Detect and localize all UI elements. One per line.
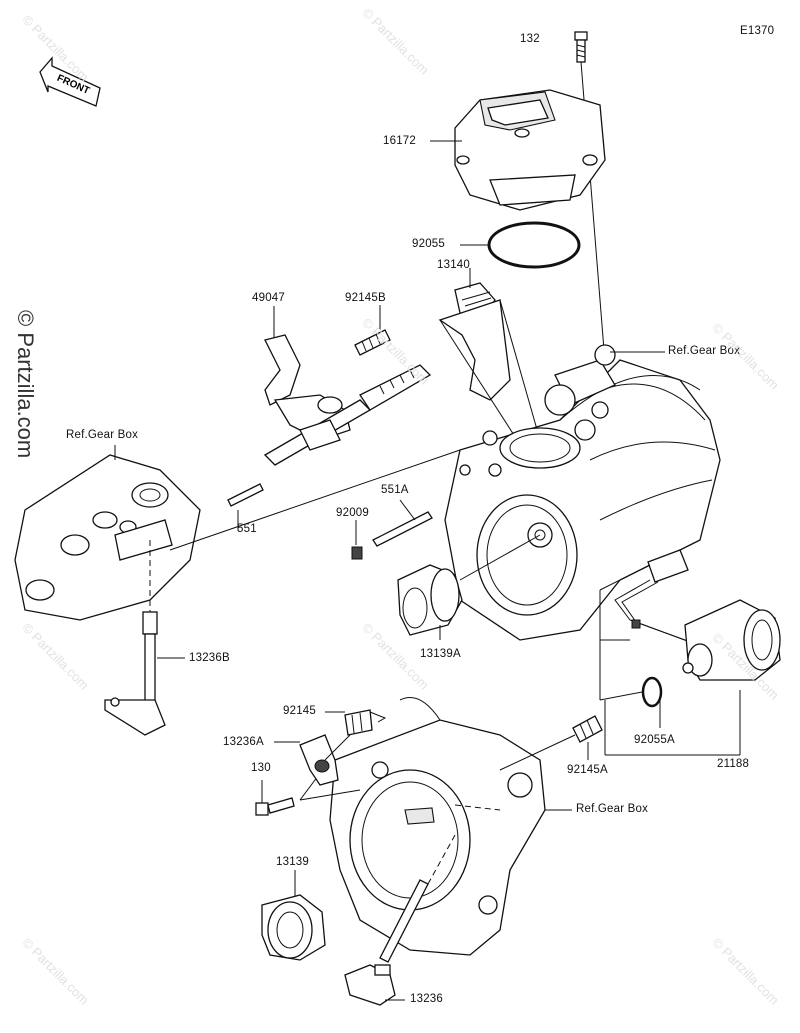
label-132: 132 [520,33,540,45]
label-13236B: 13236B [189,652,230,664]
gear-box-lower [299,697,572,956]
spring-92145 [325,709,387,736]
label-13139A: 13139A [420,648,461,660]
label-13139: 13139 [276,856,309,868]
spring-92145B [354,305,391,356]
oring-92055 [487,221,581,269]
lever-13236A [274,734,351,786]
sensor-21188 [599,549,781,756]
sleeve-13139 [261,870,326,961]
label-92145: 92145 [283,705,316,717]
sleeve-13139A [397,534,541,640]
pin-551 [169,449,461,551]
shaft-13236B [104,540,185,736]
label-13236A: 13236A [223,736,264,748]
label-16172: 16172 [383,135,416,147]
label-92055A: 92055A [634,734,675,746]
cover-16172 [430,89,606,211]
label-92145A: 92145A [567,764,608,776]
bolt-130 [255,780,295,816]
spring-92145A [499,715,603,771]
diagram-id: E1370 [740,25,775,37]
label-49047: 49047 [252,292,285,304]
label-92145B: 92145B [345,292,386,304]
gear-box-left [14,445,201,621]
label-13236: 13236 [410,993,443,1005]
label-21188: 21188 [717,758,750,770]
gear-box-housing [444,344,721,641]
oring-92055A [599,676,663,728]
label-ref-gear-box-2: Ref.Gear Box [66,429,139,441]
label-92009: 92009 [336,507,369,519]
label-551: 551 [237,523,257,535]
pin-551A [372,499,433,547]
label-92055: 92055 [412,238,445,250]
label-ref-gear-box-1: Ref.Gear Box [668,345,741,357]
screw-92009 [351,520,363,560]
label-130: 130 [251,762,271,774]
label-13140: 13140 [437,259,470,271]
label-ref-gear-box-3: Ref.Gear Box [576,803,649,815]
label-551A: 551A [381,484,409,496]
shaft-13236 [344,834,456,1006]
watermark-main: © Partzilla.com [13,310,38,459]
shift-fork-49047 [263,306,432,466]
